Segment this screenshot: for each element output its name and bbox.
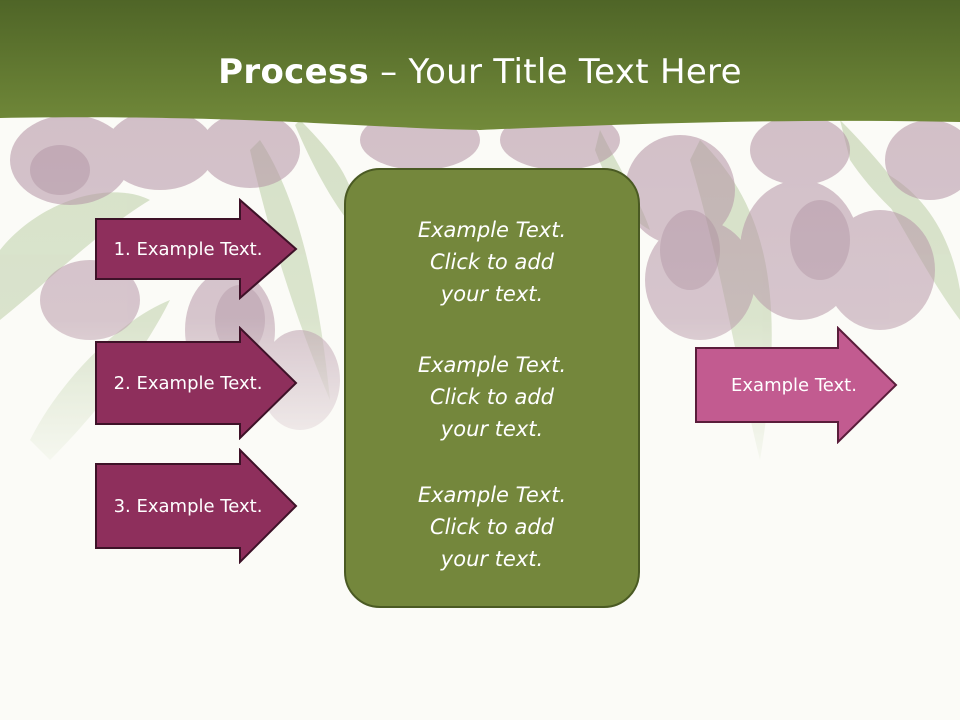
paragraph-line: Click to add xyxy=(429,515,554,539)
title-rest: – Your Title Text Here xyxy=(369,52,742,92)
arrow-shape xyxy=(95,326,298,440)
center-process-box[interactable]: Example Text. Click to add your text. Ex… xyxy=(344,168,640,608)
arrow-shape xyxy=(95,198,298,300)
output-arrow-label: Example Text. xyxy=(731,374,857,396)
paragraph-line: Example Text. xyxy=(417,353,567,377)
paragraph-line: Click to add xyxy=(429,385,554,409)
paragraph-line: your text. xyxy=(440,547,544,571)
output-arrow[interactable]: Example Text. xyxy=(694,326,900,444)
paragraph-line: Example Text. xyxy=(417,218,567,242)
input-arrow-label: 3. Example Text. xyxy=(113,495,263,517)
center-paragraph-1: Example Text. Click to add your text. xyxy=(346,214,638,310)
paragraph-line: your text. xyxy=(440,282,544,306)
paragraph-line: Click to add xyxy=(429,250,554,274)
center-paragraph-3: Example Text. Click to add your text. xyxy=(346,479,638,575)
arrow-shape xyxy=(695,326,898,444)
paragraph-line: Example Text. xyxy=(417,483,567,507)
arrow-shape xyxy=(95,448,298,564)
input-arrow-2[interactable]: 2. Example Text. xyxy=(94,326,300,440)
slide-title: Process – Your Title Text Here xyxy=(0,52,960,92)
input-arrow-3[interactable]: 3. Example Text. xyxy=(94,448,300,564)
title-bold: Process xyxy=(218,52,370,92)
center-paragraph-2: Example Text. Click to add your text. xyxy=(346,349,638,445)
input-arrow-label: 2. Example Text. xyxy=(113,372,263,394)
paragraph-line: your text. xyxy=(440,417,544,441)
input-arrow-1[interactable]: 1. Example Text. xyxy=(94,198,300,300)
input-arrow-label: 1. Example Text. xyxy=(113,238,263,260)
